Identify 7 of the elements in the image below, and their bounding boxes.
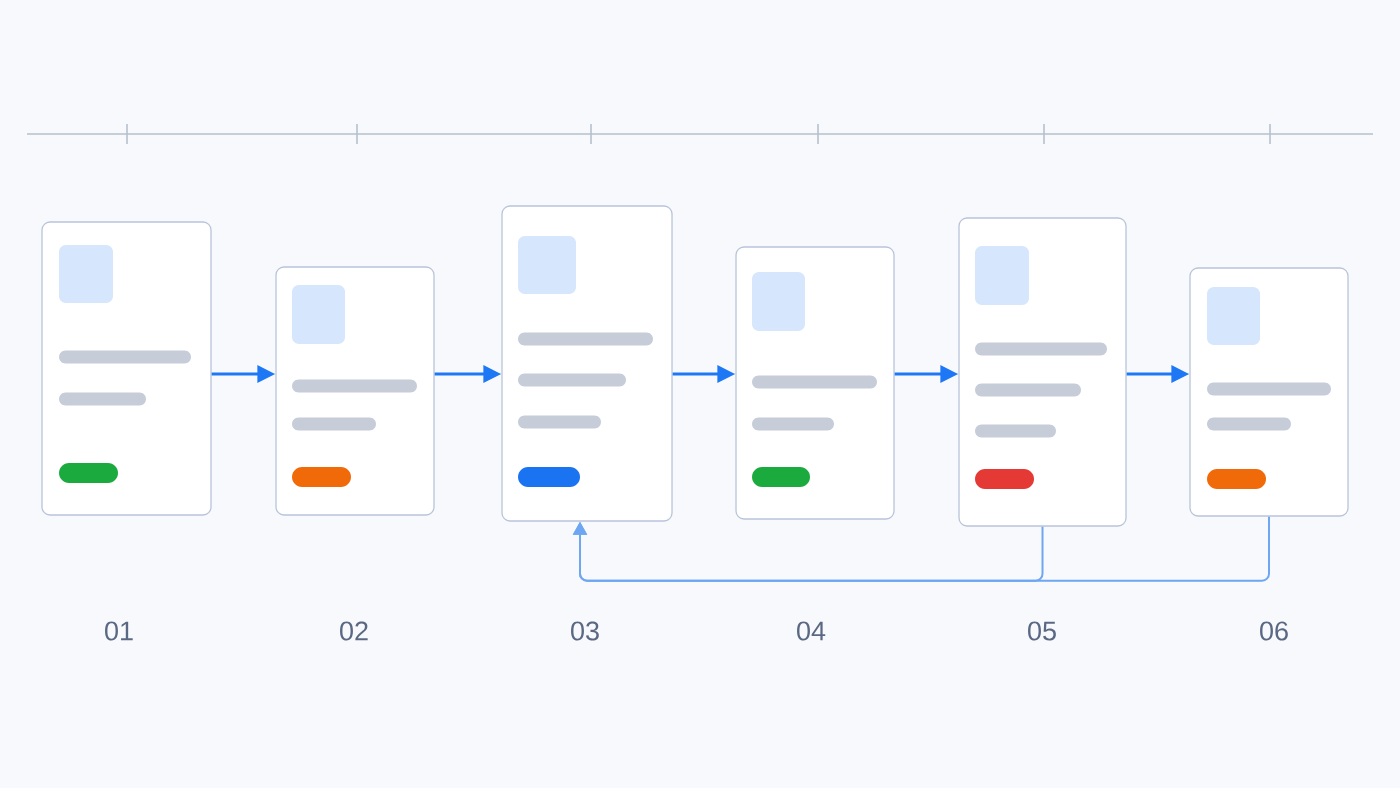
step-number: 01 (105, 621, 133, 641)
step-number: 05 (1028, 621, 1056, 641)
return-arrow (572, 515, 1270, 582)
step-number: 04 (797, 621, 826, 641)
step-number: 06 (1260, 621, 1288, 641)
step-number: 03 (571, 621, 599, 641)
step-number: 02 (340, 621, 368, 641)
